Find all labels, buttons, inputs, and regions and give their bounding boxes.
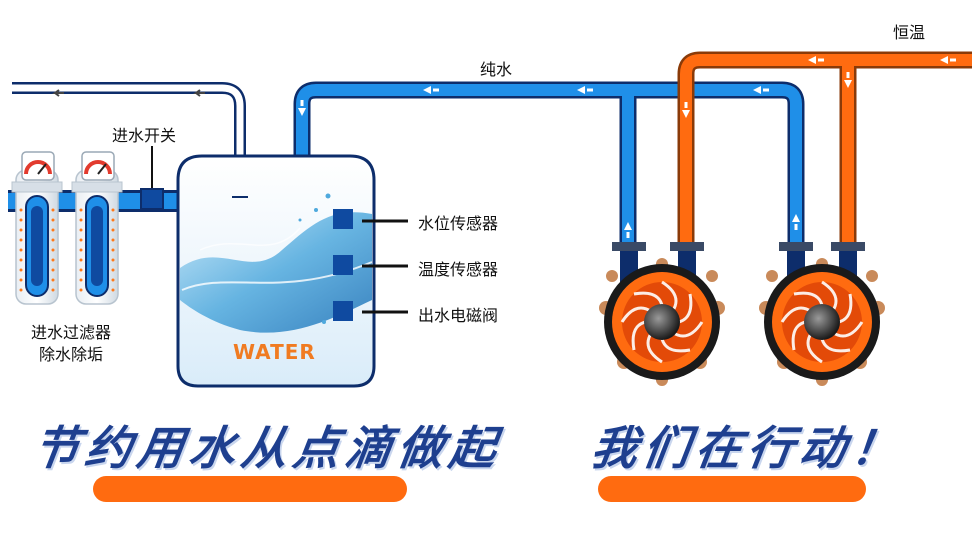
circulation-pump-2 (759, 242, 885, 386)
slogan-right: 我们在行动！ (587, 421, 908, 475)
temperature-sensor-label: 温度传感器 (418, 260, 499, 279)
slogan-left-bar (93, 476, 407, 502)
inlet-filter-label-line2: 除水除垢 (38, 345, 103, 364)
water-level-sensor (333, 209, 408, 229)
water-level-sensor-label: 水位传感器 (418, 214, 499, 233)
hot-water-pipe (677, 51, 972, 248)
tank-water-text: WATER (233, 340, 316, 364)
circulation-pump-1 (599, 242, 725, 386)
inlet-switch-valve (140, 146, 164, 210)
outlet-valve-label: 出水电磁阀 (418, 306, 499, 325)
outlet-solenoid-valve (333, 301, 408, 321)
inlet-switch-label: 进水开关 (112, 126, 177, 145)
water-tank (176, 154, 376, 388)
inlet-filter-label: 进水过滤器 除水除垢 (10, 322, 132, 366)
pure-water-label: 纯水 (480, 60, 513, 79)
slogan-left: 节约用水从点滴做起 (29, 421, 506, 475)
pure-water-pipe (293, 81, 805, 248)
filter-gauge-2-icon (81, 151, 115, 181)
inlet-filter-1 (11, 169, 63, 305)
temperature-sensor (333, 255, 408, 275)
hot-water-label: 恒温 (893, 23, 926, 42)
inlet-filter-label-line1: 进水过滤器 (30, 323, 111, 342)
slogan-right-bar (598, 476, 866, 502)
inlet-filter-2 (71, 169, 123, 305)
filter-gauge-1-icon (21, 151, 55, 181)
return-pipe-inlet (232, 196, 248, 198)
return-pipe (12, 82, 246, 198)
